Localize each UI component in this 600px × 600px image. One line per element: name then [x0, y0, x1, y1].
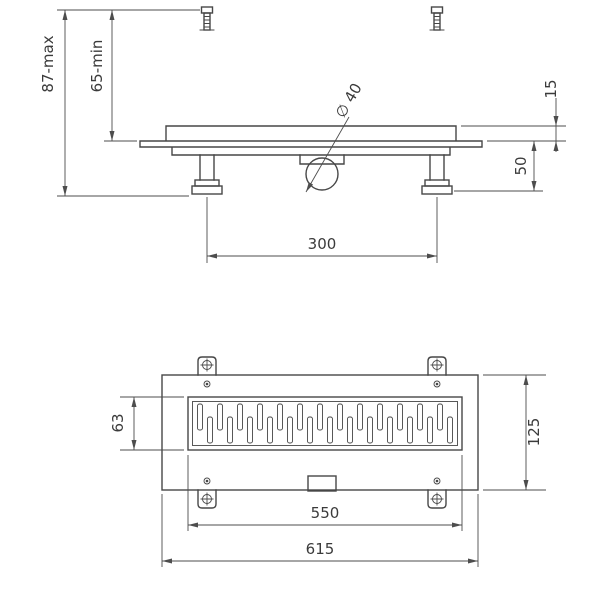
- dim-label-overall-length: 615: [306, 540, 335, 558]
- channel-profile: [139, 125, 483, 156]
- grate-slot: [427, 416, 433, 444]
- mounting-tab-bottom-right: [427, 489, 447, 509]
- foot-pad: [194, 179, 220, 187]
- grate-slot: [367, 416, 373, 444]
- grate-slot: [277, 403, 283, 431]
- grate-slot-pattern: [197, 403, 453, 444]
- grate-slot: [437, 403, 443, 431]
- dim-label-height-min: 65-min: [88, 40, 106, 93]
- screw-thread-lines: [199, 16, 215, 31]
- plan-view: [161, 356, 479, 509]
- dimension-height-min: 65-min: [88, 10, 137, 142]
- grate-slot: [337, 403, 343, 431]
- grate-slot: [237, 403, 243, 431]
- grate-slot: [347, 416, 353, 444]
- foot-stem: [429, 154, 445, 181]
- hole-crosshair: [430, 358, 444, 372]
- dimensions-side-view: 87-max 65-min ∅ 40 15 50: [39, 9, 566, 263]
- dim-label-grate-length: 550: [311, 504, 340, 522]
- foot-base: [421, 185, 453, 195]
- adjustment-screw-left: [199, 6, 215, 31]
- screw-head: [200, 6, 214, 14]
- dimension-height-max: 87-max: [39, 9, 200, 197]
- adjustment-screw-right: [429, 6, 445, 31]
- hole-crosshair: [200, 492, 214, 506]
- grate-slot: [257, 403, 263, 431]
- grate-slot: [197, 403, 203, 431]
- grate-slot: [267, 416, 273, 444]
- grate-slot: [207, 416, 213, 444]
- dimension-outlet-diameter: ∅ 40: [305, 80, 366, 193]
- grate-slot: [407, 416, 413, 444]
- dim-label-height-max: 87-max: [39, 35, 57, 92]
- foot-base: [191, 185, 223, 195]
- screw-thread-lines: [429, 16, 445, 31]
- screw-head: [430, 6, 444, 14]
- grate-slot: [447, 416, 453, 444]
- dimension-overall-width: 125: [483, 374, 546, 491]
- foot-stem: [199, 154, 215, 181]
- dimension-edge-height: 15: [461, 79, 566, 152]
- dimensions-plan-view: 63 125 550 615: [109, 374, 546, 567]
- leader-line: [305, 116, 350, 193]
- outlet-trap: [299, 154, 345, 191]
- grate-slot: [227, 416, 233, 444]
- grate-slot: [307, 416, 313, 444]
- flange-outline: [161, 374, 479, 491]
- foot-pad: [424, 179, 450, 187]
- flange-screw-holes: [203, 380, 441, 485]
- outlet-circle: [305, 157, 339, 191]
- dimension-body-depth: 50: [454, 141, 543, 192]
- grate-slot: [357, 403, 363, 431]
- grate-slot: [247, 416, 253, 444]
- grate-slot: [397, 403, 403, 431]
- grate-slot: [217, 403, 223, 431]
- grate-slot: [287, 416, 293, 444]
- dim-label-overall-width: 125: [525, 418, 543, 447]
- grate-slot: [377, 403, 383, 431]
- hole-crosshair: [200, 358, 214, 372]
- outlet-housing: [299, 154, 345, 165]
- dim-label-outlet-diameter: ∅ 40: [332, 80, 366, 121]
- dim-label-feet-spacing: 300: [308, 235, 337, 253]
- grate-frame-outer: [187, 396, 463, 451]
- grate-slot: [317, 403, 323, 431]
- grate-slot: [387, 416, 393, 444]
- dimension-overall-length: 615: [161, 494, 479, 567]
- grate-slot: [417, 403, 423, 431]
- grate-slot: [327, 416, 333, 444]
- grate-slot: [297, 403, 303, 431]
- mounting-tab-top-right: [427, 356, 447, 376]
- dim-label-edge-height: 15: [542, 79, 560, 98]
- side-view: [139, 6, 483, 195]
- hole-crosshair: [430, 492, 444, 506]
- dimension-feet-spacing: 300: [206, 197, 438, 263]
- dimension-grate-length: 550: [187, 455, 463, 531]
- dimension-grate-width: 63: [109, 396, 184, 451]
- mounting-tab-bottom-left: [197, 489, 217, 509]
- outlet-position-mark: [307, 475, 337, 492]
- adjustable-foot-left: [191, 154, 223, 195]
- dim-label-grate-width: 63: [109, 413, 127, 432]
- dim-label-body-depth: 50: [512, 156, 530, 175]
- adjustable-foot-right: [421, 154, 453, 195]
- grate-frame-inner: [192, 401, 458, 446]
- mounting-tab-top-left: [197, 356, 217, 376]
